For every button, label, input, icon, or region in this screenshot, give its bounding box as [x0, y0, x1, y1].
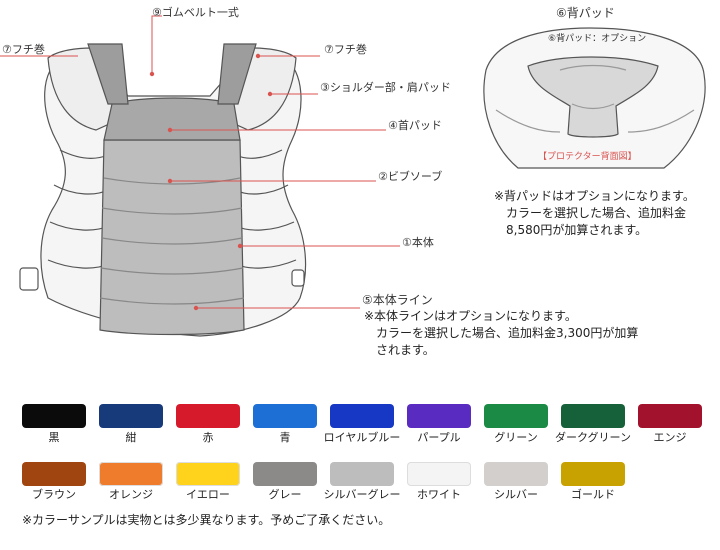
front-protector [19, 43, 307, 337]
buckle-right [291, 269, 305, 287]
color-swatch [561, 404, 625, 428]
color-swatch [330, 404, 394, 428]
color-swatch [484, 404, 548, 428]
note-back-pad-2: カラーを選択した場合、追加料金 [506, 206, 687, 220]
color-name-label: パープル [417, 431, 461, 444]
color-name-label: 紺 [125, 431, 137, 444]
color-swatch [99, 462, 163, 486]
color-name-label: オレンジ [109, 488, 153, 501]
note-body-line-2: カラーを選択した場合、追加料金3,300円が加算 [376, 326, 639, 340]
label-back-caption: 【プロテクター背面図】 [538, 152, 637, 162]
label-gomu-belt: ⑨ゴムベルト一式 [152, 6, 239, 19]
color-swatch [99, 404, 163, 428]
color-swatch [484, 462, 548, 486]
note-back-pad: ※背パッドはオプションになります。 カラーを選択した場合、追加料金 8,580円… [494, 188, 695, 239]
color-swatch [253, 462, 317, 486]
color-swatch [253, 404, 317, 428]
color-swatch [407, 404, 471, 428]
color-swatch [330, 462, 394, 486]
label-bib-sob: ②ビブソーブ [378, 170, 443, 183]
color-name-label: 赤 [202, 431, 214, 444]
label-neck-pad: ④首パッド [388, 119, 442, 132]
label-shoulder: ③ショルダー部・肩パッド [320, 81, 451, 94]
color-name-label: 黒 [48, 431, 60, 444]
color-swatch [638, 404, 702, 428]
color-swatch [561, 462, 625, 486]
color-name-label: ホワイト [417, 488, 461, 501]
back-pad-shape [527, 56, 659, 138]
color-name-label: 青 [279, 431, 291, 444]
note-body-line-1: ※本体ラインはオプションになります。 [364, 309, 577, 323]
color-name-label: ロイヤルブルー [323, 431, 401, 444]
footer-note: ※カラーサンプルは実物とは多少異なります。予めご了承ください。 [22, 513, 391, 527]
label-fuchimaki-right: ⑦フチ巻 [324, 43, 367, 56]
color-name-label: シルバー [494, 488, 538, 501]
color-swatch [22, 462, 86, 486]
note-back-pad-1: ※背パッドはオプションになります。 [494, 189, 695, 203]
color-name-label: イエロー [186, 488, 230, 501]
color-name-label: ブラウン [32, 488, 76, 501]
label-body-line: ⑤本体ライン [362, 293, 433, 307]
color-name-label: シルバーグレー [323, 488, 401, 501]
note-back-pad-3: 8,580円が加算されます。 [506, 223, 648, 237]
label-fuchimaki-left: ⑦フチ巻 [2, 43, 45, 56]
protector-diagram [0, 15, 706, 337]
color-name-label: エンジ [653, 431, 687, 444]
shoulder-flap-left [47, 47, 119, 131]
leader-dots [149, 53, 273, 311]
color-swatch [176, 404, 240, 428]
leader-lines [0, 15, 400, 309]
buckle-left [19, 267, 39, 291]
color-swatch [22, 404, 86, 428]
color-name-label: グリーン [494, 431, 538, 444]
note-body-line: ※本体ラインはオプションになります。 カラーを選択した場合、追加料金3,300円… [364, 308, 638, 359]
color-swatch [176, 462, 240, 486]
bib-panel [99, 139, 245, 336]
label-back-pad-title: ⑥背パッド [556, 6, 615, 20]
back-protector [483, 27, 706, 169]
color-swatch [407, 462, 471, 486]
note-body-line-3: されます。 [376, 343, 435, 357]
color-name-label: グレー [268, 488, 302, 501]
label-back-pad-inner: ⑥背パッド：オプション [548, 34, 647, 44]
shoulder-strap-left [87, 43, 129, 105]
color-name-label: ダークグリーン [554, 431, 631, 444]
label-body: ①本体 [402, 236, 434, 249]
shoulder-strap-right [217, 43, 257, 105]
color-name-label: ゴールド [571, 488, 615, 501]
